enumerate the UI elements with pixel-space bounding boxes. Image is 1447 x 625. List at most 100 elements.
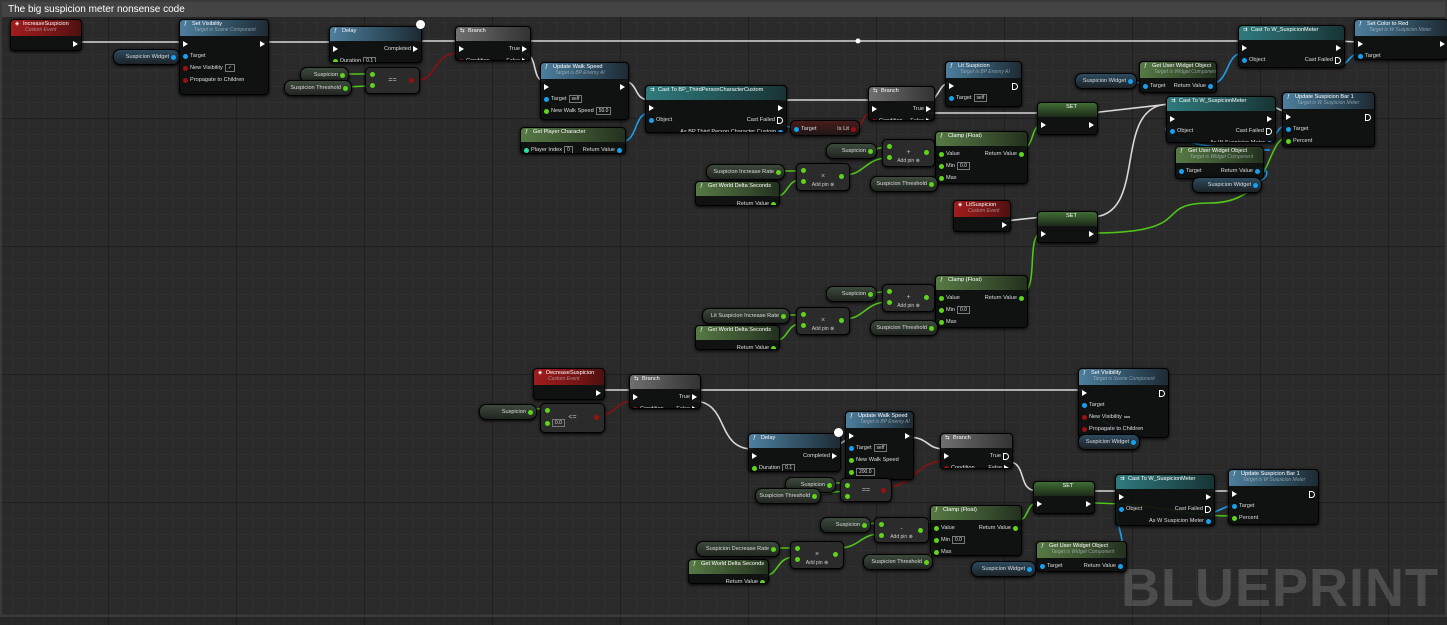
float-pin-icon[interactable]	[939, 307, 944, 313]
float-pin-icon[interactable]	[370, 83, 375, 88]
exec-pin-icon[interactable]	[1004, 465, 1009, 468]
output-pin[interactable]	[409, 78, 414, 85]
input-pin[interactable]	[795, 557, 800, 562]
exec-pin-icon[interactable]	[926, 106, 931, 112]
output-pin[interactable]: True	[509, 46, 527, 52]
input-pin[interactable]	[887, 289, 892, 294]
var-suspicion-widget[interactable]: Suspicion Widget	[113, 49, 180, 65]
pin-value-field[interactable]: self	[973, 94, 988, 102]
object-pin-icon[interactable]	[778, 129, 783, 132]
object-pin-icon[interactable]	[1179, 168, 1184, 174]
var-suspicion-threshold-5[interactable]: Suspicion Threshold	[863, 554, 933, 570]
output-pin[interactable]	[839, 174, 844, 181]
object-pin-icon[interactable]	[1118, 563, 1123, 569]
pin-value-field[interactable]: 0.0	[552, 419, 565, 427]
var-suspicion-threshold-3[interactable]: Suspicion Threshold	[870, 320, 938, 336]
float-pin-icon[interactable]	[1013, 525, 1018, 531]
node-header[interactable]: SET	[1038, 212, 1097, 226]
float-pin-icon[interactable]	[879, 522, 884, 527]
output-pin[interactable]	[1309, 490, 1315, 498]
float-pin-icon[interactable]	[343, 85, 348, 91]
pin-value-field[interactable]: 50.0	[595, 107, 612, 115]
var-lit-suspicion-increase-rate[interactable]: Lit Suspicion Increase Rate	[702, 308, 790, 324]
input-pin[interactable]: Value	[934, 525, 955, 531]
object-pin-icon[interactable]	[1027, 566, 1032, 572]
object-pin-icon[interactable]	[794, 126, 799, 132]
float-pin-icon[interactable]	[887, 155, 892, 160]
node-header[interactable]: ⇆Branch	[869, 87, 934, 101]
float-pin-icon[interactable]	[528, 409, 533, 415]
output-pin[interactable]: Return Value	[726, 579, 765, 583]
float-pin-icon[interactable]	[849, 469, 854, 475]
object-pin-icon[interactable]	[1242, 57, 1247, 63]
subtract-node[interactable]: -Add pin ⊗	[874, 517, 929, 543]
set-suspicion-node-3[interactable]: SETSuspicion	[1033, 481, 1095, 514]
add-node[interactable]: +Add pin ⊗	[882, 139, 935, 167]
exec-pin-icon[interactable]	[183, 41, 188, 47]
input-pin[interactable]	[752, 453, 757, 459]
output-pin[interactable]: Return Value	[979, 525, 1018, 531]
output-pin[interactable]	[594, 415, 599, 422]
input-pin[interactable]	[879, 522, 884, 527]
exec-pin-icon[interactable]	[1205, 505, 1211, 513]
bool-pin-icon[interactable]	[594, 415, 599, 421]
float-pin-icon[interactable]	[918, 527, 923, 533]
input-pin[interactable]: Value	[939, 295, 960, 301]
input-pin[interactable]: Object	[649, 117, 672, 123]
input-pin[interactable]	[370, 72, 375, 77]
output-pin[interactable]: As W Suspicion Meter	[1149, 518, 1211, 524]
pin-value-field[interactable]: 0.0	[957, 306, 970, 314]
output-pin[interactable]: True	[990, 452, 1009, 460]
float-pin-icon[interactable]	[887, 300, 892, 305]
input-pin[interactable]	[801, 179, 806, 184]
output-pin[interactable]	[1267, 116, 1272, 122]
exec-pin-icon[interactable]	[1082, 390, 1087, 396]
output-pin[interactable]: False	[676, 406, 697, 408]
pin-value-field[interactable]: 0.1	[363, 57, 377, 62]
output-pin[interactable]: Is Lit	[837, 126, 856, 132]
exec-pin-icon[interactable]	[1159, 389, 1165, 397]
bool-pin-icon[interactable]	[1082, 414, 1087, 420]
object-pin-icon[interactable]	[1082, 402, 1087, 408]
input-pin[interactable]	[1041, 122, 1046, 128]
float-pin-icon[interactable]	[939, 295, 944, 301]
exec-pin-icon[interactable]	[1336, 45, 1341, 51]
float-pin-icon[interactable]	[862, 522, 867, 528]
input-pin[interactable]: New Visibility	[1082, 414, 1130, 420]
output-pin[interactable]	[924, 295, 929, 302]
exec-pin-icon[interactable]	[333, 46, 338, 52]
pin-value-field[interactable]: self	[873, 444, 888, 452]
float-pin-icon[interactable]	[545, 408, 550, 413]
bool-pin-icon[interactable]	[1082, 426, 1087, 432]
exec-pin-icon[interactable]	[1335, 56, 1341, 64]
input-pin[interactable]: Target	[1358, 53, 1381, 59]
float-pin-icon[interactable]	[887, 289, 892, 294]
input-pin[interactable]: 0.0	[545, 419, 565, 427]
var-suspicion-threshold-2[interactable]: Suspicion Threshold	[870, 176, 938, 192]
output-pin[interactable]	[73, 41, 78, 47]
exec-pin-icon[interactable]	[73, 41, 78, 47]
var-suspicion-threshold[interactable]: Suspicion Threshold	[284, 80, 352, 96]
output-pin[interactable]	[1089, 122, 1094, 128]
input-pin[interactable]	[545, 408, 565, 413]
input-pin[interactable]: Max	[939, 175, 957, 181]
float-pin-icon[interactable]	[939, 151, 944, 157]
exec-pin-icon[interactable]	[1170, 116, 1175, 122]
output-pin[interactable]	[778, 105, 783, 111]
object-pin-icon[interactable]	[649, 117, 654, 123]
input-pin[interactable]: Object	[1170, 128, 1193, 134]
